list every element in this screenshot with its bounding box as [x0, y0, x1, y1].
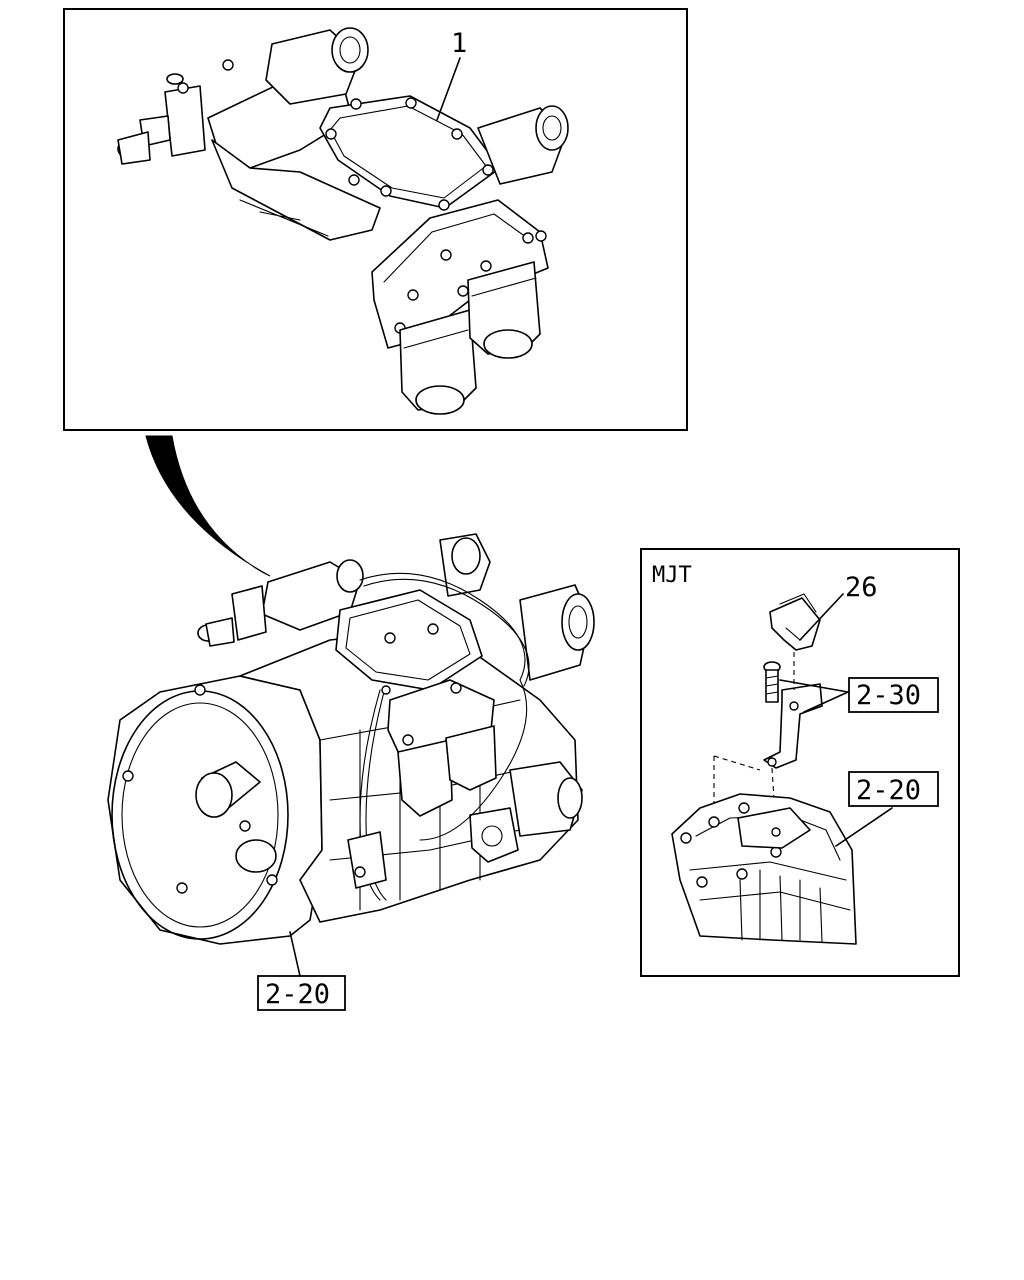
callout-number-26: 26 — [845, 572, 878, 603]
gear-shift-unit-detail — [117, 27, 569, 415]
inset-reference-label-upper: 2-30 — [856, 680, 921, 711]
transmission-assembly — [107, 533, 595, 945]
detail-pointer-arrow — [145, 435, 271, 577]
main-reference-label: 2-20 — [265, 979, 330, 1010]
main-reference-box — [257, 975, 346, 1011]
inset-reference-box-lower — [848, 771, 939, 807]
mjt-inset-frame — [640, 548, 960, 977]
inset-reference-label-lower: 2-20 — [856, 775, 921, 806]
inset-reference-box-upper — [848, 677, 939, 713]
detail-frame — [63, 8, 688, 431]
callout-number-1: 1 — [451, 28, 467, 59]
mjt-label: MJT — [652, 563, 692, 588]
bolt-and-bracket — [763, 661, 823, 769]
transmission-case-fragment — [671, 793, 857, 945]
clip-part-26 — [769, 593, 821, 651]
